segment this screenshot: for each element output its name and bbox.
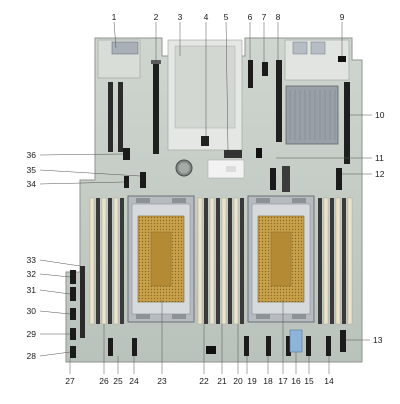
callout-34: 34 [27,179,37,189]
bios-chip [201,136,209,146]
small-header-5 [256,148,262,158]
callout-29: 29 [27,329,37,339]
dimm-bank-right [318,197,353,325]
callout-13: 13 [373,335,383,345]
pcie-slot-left [153,62,159,154]
pcie-slot-right [276,60,282,142]
dimm-bank-center [197,197,244,325]
callout-9: 9 [340,12,345,22]
callout-12: 12 [375,169,385,179]
callout-36: 36 [27,150,37,160]
callout-21: 21 [217,376,227,386]
callout-6: 6 [248,12,253,22]
cpu-socket-2 [247,195,315,323]
callout-14: 14 [324,376,334,386]
blue-connector [289,329,303,353]
callout-25: 25 [113,376,123,386]
callout-30: 30 [27,306,37,316]
callout-18: 18 [263,376,273,386]
callout-28: 28 [27,351,37,361]
riser-connector-1 [108,82,113,152]
callout-32: 32 [27,269,37,279]
callout-27: 27 [65,376,75,386]
connector-12 [336,168,342,190]
connector-6 [248,60,253,88]
callout-10: 10 [375,110,385,120]
ocp-port-2 [310,41,326,55]
connector-11 [270,168,276,190]
cpu-socket-1 [127,195,195,323]
callout-8: 8 [276,12,281,22]
callout-17: 17 [278,376,288,386]
callout-15: 15 [304,376,314,386]
dimm-bank-left [89,197,124,325]
connector-36 [123,148,130,160]
connector-35 [140,172,146,188]
callout-26: 26 [99,376,109,386]
left-edge-connectors [70,266,85,358]
callout-19: 19 [247,376,257,386]
callout-31: 31 [27,285,37,295]
callout-22: 22 [199,376,209,386]
callout-3: 3 [178,12,183,22]
connector-9 [338,56,346,62]
callout-20: 20 [233,376,243,386]
connector-7 [262,62,268,76]
callout-23: 23 [157,376,167,386]
leader-lines [39,21,372,374]
callout-33: 33 [27,255,37,265]
callout-11: 11 [375,153,384,163]
center-frame-inner [174,45,236,129]
bmc-heatsink-fins [289,90,336,140]
connector-34 [124,176,129,188]
ocp-port-1 [292,41,308,55]
callout-4: 4 [204,12,209,22]
bottom-connectors [108,330,346,356]
bmc-heatsink [285,85,339,145]
pcie-slot-far-right [344,82,350,164]
riser-connector-2 [118,82,123,152]
connector-11b [282,166,290,192]
callout-2: 2 [154,12,159,22]
callout-7: 7 [262,12,267,22]
callout-35: 35 [27,165,37,175]
callout-24: 24 [129,376,139,386]
callout-labels: 1 2 3 4 5 6 7 8 9 10 11 12 13 14 15 16 1… [27,12,385,386]
jumper-block [224,150,242,158]
callout-16: 16 [291,376,301,386]
coin-cell-battery-top [178,162,190,174]
vga-port [111,41,139,55]
callout-1: 1 [112,12,117,22]
white-connector-notch [226,166,236,172]
callout-5: 5 [224,12,229,22]
